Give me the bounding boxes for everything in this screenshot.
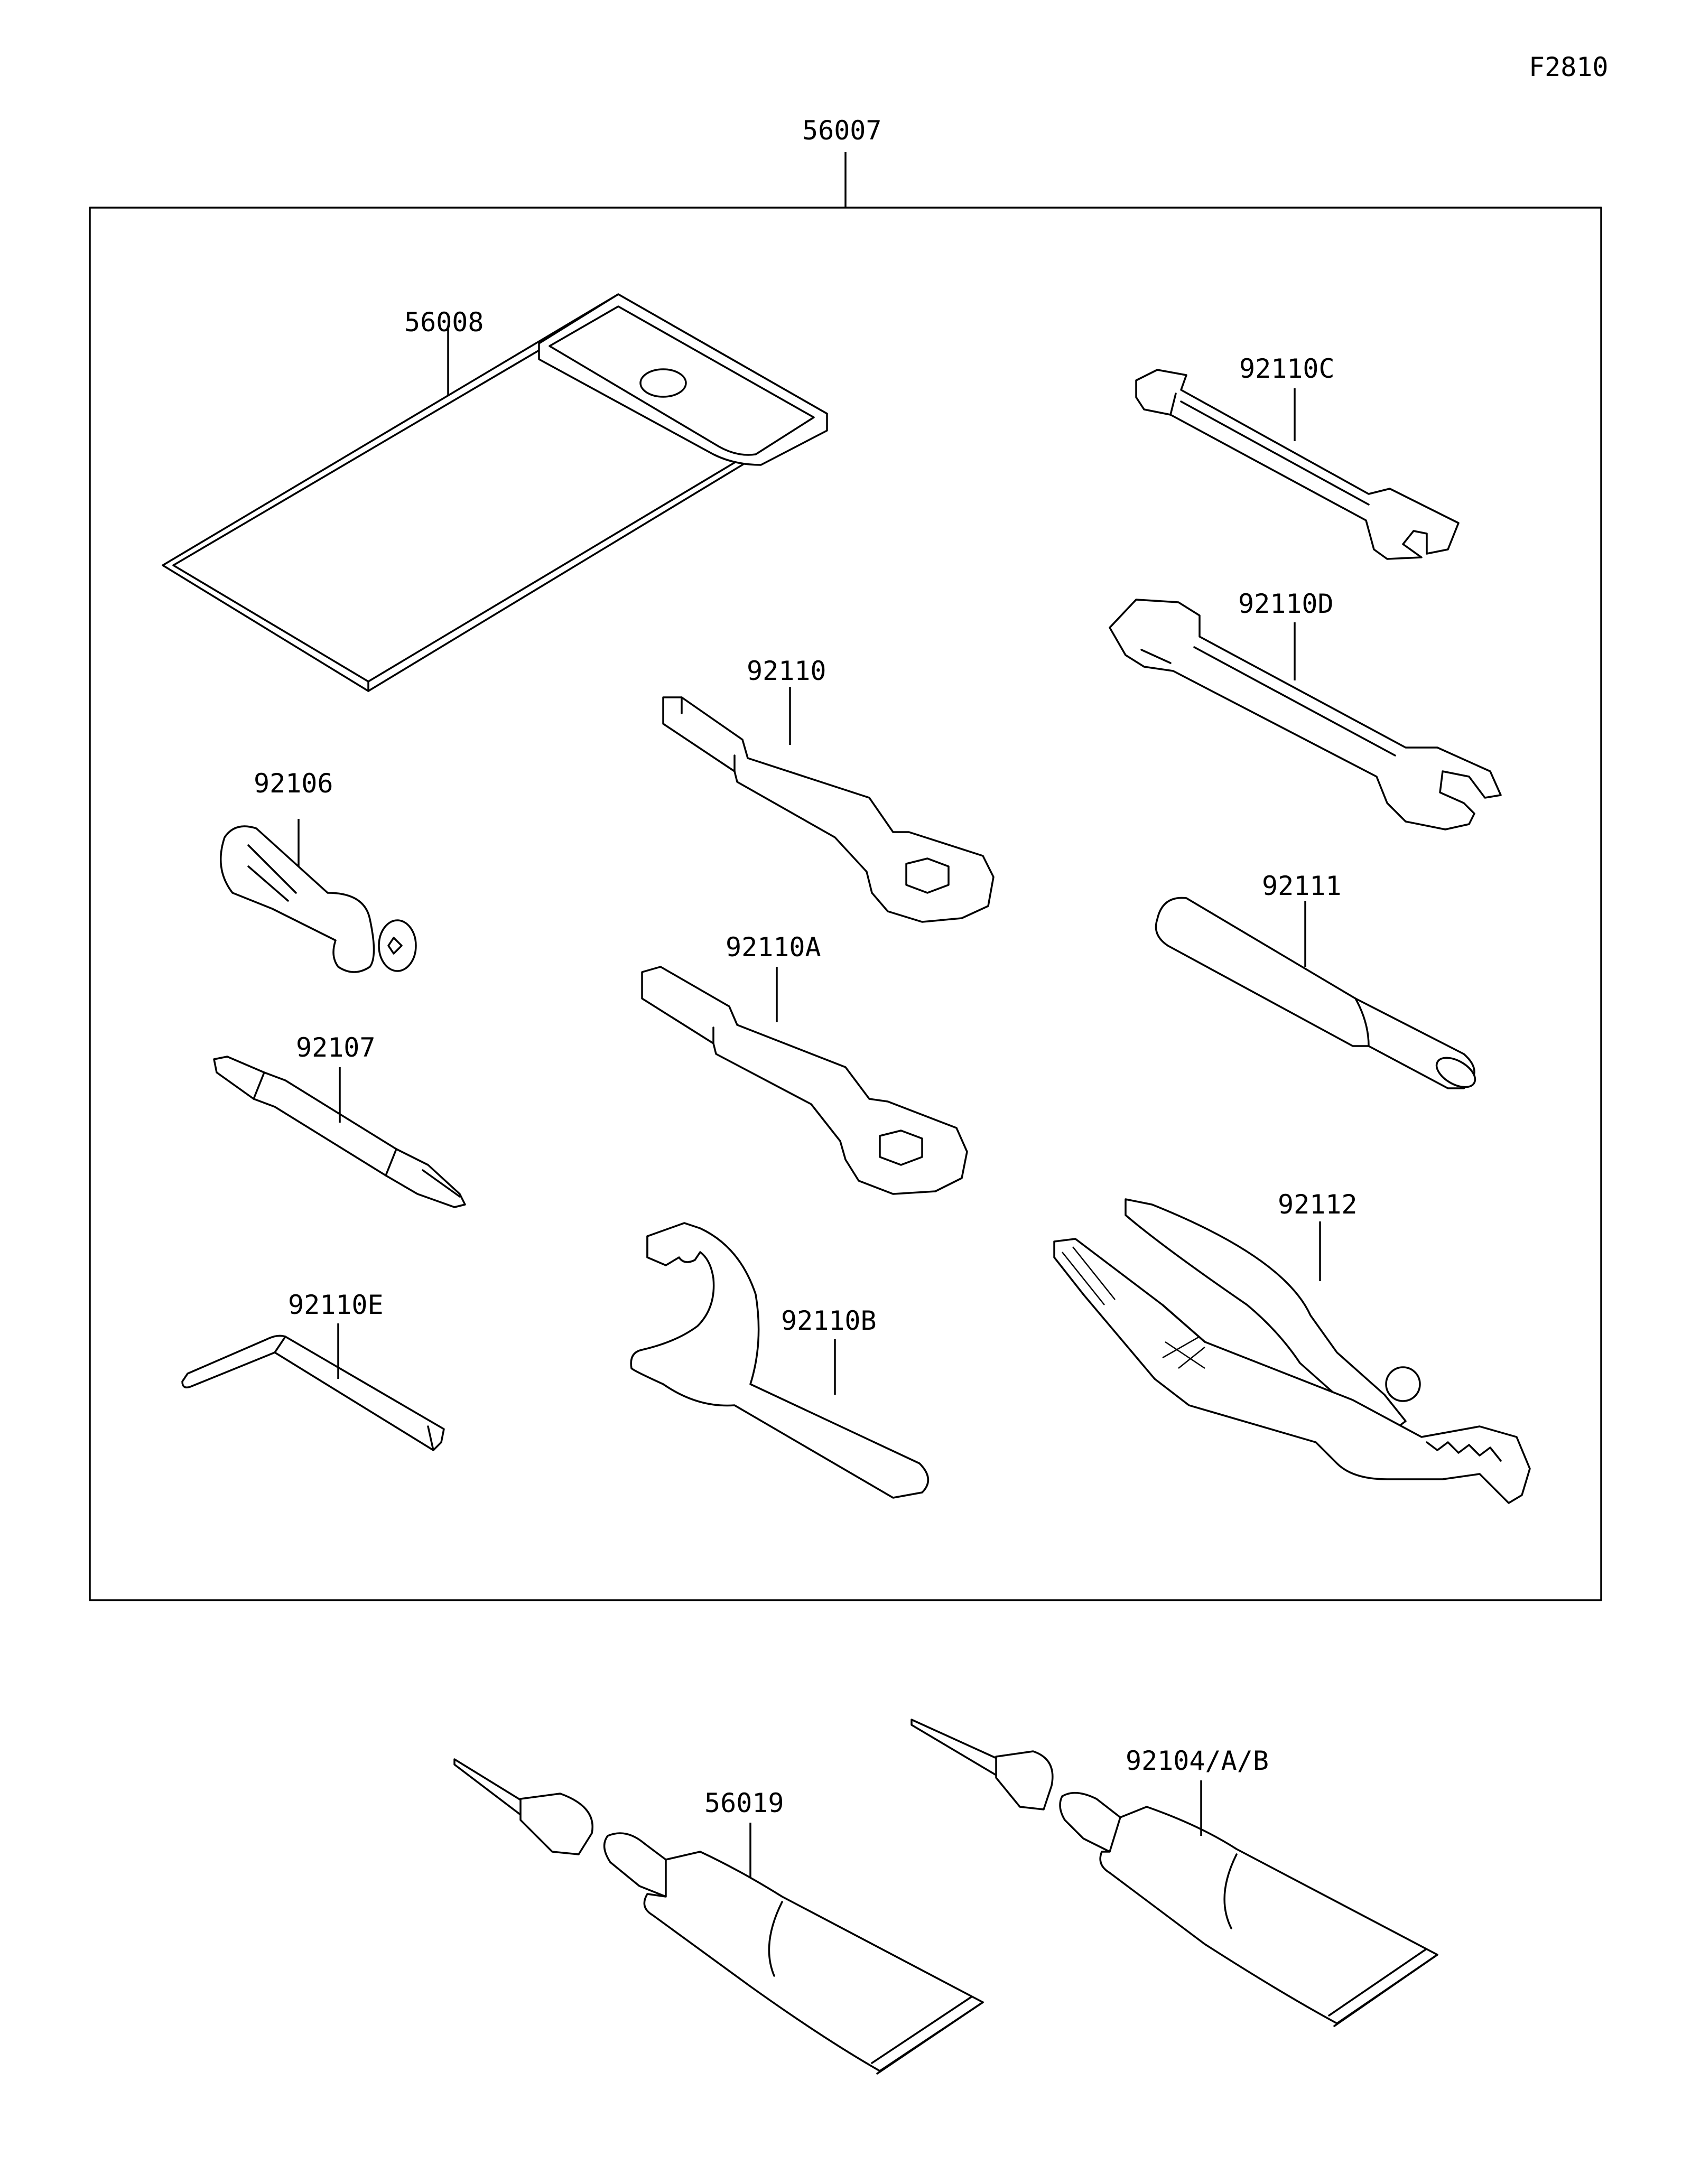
grease-tube-icon bbox=[453, 1758, 984, 2075]
figure-id: F2810 bbox=[1529, 52, 1609, 82]
part-label-92110d[interactable]: 92110D bbox=[1238, 589, 1334, 619]
handle-bar-icon bbox=[1155, 897, 1476, 1089]
hook-spanner-icon bbox=[630, 1222, 930, 1499]
part-label-92110b[interactable]: 92110B bbox=[781, 1305, 877, 1336]
screwdriver-bit-icon bbox=[213, 1056, 466, 1208]
grease-tube-icon bbox=[910, 1719, 1438, 2027]
box-wrench-icon bbox=[662, 696, 995, 923]
part-label-56008[interactable]: 56008 bbox=[404, 307, 484, 338]
box-wrench-icon bbox=[641, 966, 968, 1195]
part-label-92112[interactable]: 92112 bbox=[1278, 1189, 1358, 1220]
part-label-92111[interactable]: 92111 bbox=[1262, 871, 1342, 901]
part-label-92107[interactable]: 92107 bbox=[296, 1032, 376, 1063]
open-end-wrench-icon bbox=[1109, 599, 1502, 830]
socket-adapter-icon bbox=[219, 825, 417, 973]
pliers-icon bbox=[1053, 1198, 1531, 1504]
part-label-92110a[interactable]: 92110A bbox=[726, 932, 821, 963]
tool-bag-icon bbox=[162, 293, 828, 692]
part-label-56007[interactable]: 56007 bbox=[802, 115, 882, 146]
part-label-92110[interactable]: 92110 bbox=[747, 656, 826, 686]
part-label-56019[interactable]: 56019 bbox=[704, 1788, 784, 1818]
part-label-92110e[interactable]: 92110E bbox=[288, 1290, 384, 1320]
part-label-92110c[interactable]: 92110C bbox=[1239, 353, 1335, 384]
open-end-wrench-icon bbox=[1135, 369, 1460, 560]
part-label-92104-a-b[interactable]: 92104/A/B bbox=[1126, 1746, 1269, 1776]
part-label-92106[interactable]: 92106 bbox=[254, 768, 333, 799]
hex-key-icon bbox=[181, 1334, 445, 1451]
